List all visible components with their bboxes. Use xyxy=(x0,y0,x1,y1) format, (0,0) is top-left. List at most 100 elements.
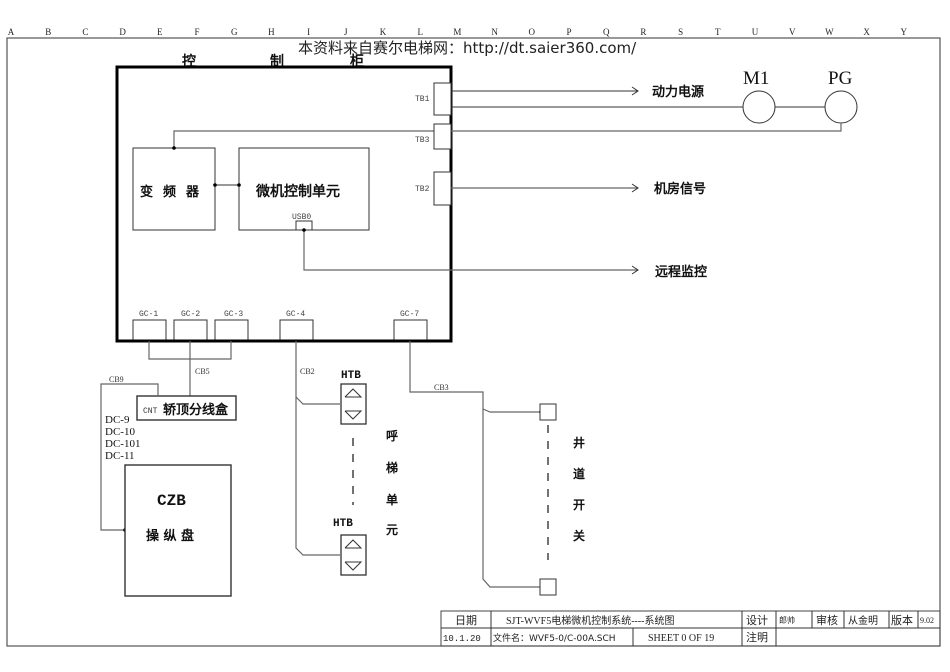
grid-column-label: Q xyxy=(603,27,610,37)
czb-title: CZB xyxy=(157,492,186,510)
shaft-switch-bottom xyxy=(539,578,557,596)
arrow-icon xyxy=(631,183,639,193)
grid-column-label: D xyxy=(119,27,126,37)
up-arrow-icon xyxy=(344,539,363,549)
hall-unit-char-3: 单 xyxy=(386,492,398,507)
shaft-switch-char-2: 道 xyxy=(573,466,585,481)
cb2-wire xyxy=(295,341,340,556)
terminal-tb3-label: TB3 xyxy=(415,136,430,145)
terminal-tb2-label: TB2 xyxy=(415,185,430,194)
remote-monitor-wire xyxy=(303,230,638,271)
sheet-number: SHEET 0 OF 19 xyxy=(648,633,714,644)
grid-column-label: N xyxy=(491,27,498,37)
arrow-icon xyxy=(631,265,639,275)
grid-column-label: I xyxy=(307,27,310,37)
grid-column-label: W xyxy=(825,27,834,37)
inverter-label-3: 器 xyxy=(185,185,200,200)
grid-column-label: F xyxy=(194,27,199,37)
grid-column-label: K xyxy=(380,27,387,37)
usb-label: USB0 xyxy=(292,213,311,222)
grid-column-label: O xyxy=(529,27,536,37)
grid-column-label: C xyxy=(82,27,88,37)
down-arrow-icon xyxy=(344,410,363,420)
gc3-label: GC-3 xyxy=(224,310,243,319)
htb-bottom-label: HTB xyxy=(333,518,353,530)
junction-dot xyxy=(302,228,306,232)
version-label: 版本 xyxy=(891,613,913,627)
grid-column-label: B xyxy=(45,27,51,37)
encoder-label: PG xyxy=(828,68,853,89)
title-block: 日期 SJT-WVF5电梯微机控制系统----系统图 设计 郎帅 审核 从金明 … xyxy=(440,610,941,647)
drawing-title: SJT-WVF5电梯微机控制系统----系统图 xyxy=(506,614,675,627)
car-top-box-label: 轿顶分线盒 xyxy=(163,402,229,418)
drawing-date: 10.1.20 xyxy=(443,634,481,644)
grid-column-label: V xyxy=(789,27,796,37)
shaft-switch-char-1: 井 xyxy=(573,435,585,450)
motor-m1-icon xyxy=(742,90,776,124)
grid-column-label: P xyxy=(566,27,571,37)
gc1-label: GC-1 xyxy=(139,310,158,319)
dc-line-1: DC-9 xyxy=(105,414,130,426)
up-arrow-icon xyxy=(344,388,363,398)
designer-name: 郎帅 xyxy=(779,615,795,625)
port-gc4 xyxy=(279,319,314,342)
down-arrow-icon xyxy=(344,561,363,571)
cb3-label: CB3 xyxy=(434,383,449,392)
grid-column-label: L xyxy=(417,27,423,37)
inverter-label-1: 变 xyxy=(140,184,153,200)
file-name: 文件名：WVF5-0/C-00A.SCH xyxy=(493,632,616,644)
review-label: 审核 xyxy=(816,613,838,627)
version-number: 9.02 xyxy=(920,616,934,625)
cb5-label: CB5 xyxy=(195,367,210,376)
hall-unit-char-1: 呼 xyxy=(386,428,398,443)
shaft-switch-char-4: 关 xyxy=(573,528,585,543)
inverter-label-2: 频 xyxy=(163,184,176,200)
car-top-junction-box xyxy=(136,395,237,421)
shaft-switch-top xyxy=(539,403,557,421)
cnt-prefix: CNT xyxy=(143,407,158,416)
arrow-icon xyxy=(631,86,639,96)
cb9-wire xyxy=(100,383,159,531)
gc2-label: GC-2 xyxy=(181,310,200,319)
grid-column-label: T xyxy=(715,27,721,37)
cb2-branch-top xyxy=(295,396,340,405)
junction-dot xyxy=(172,146,176,150)
mcu-box xyxy=(238,147,370,231)
grid-column-label: S xyxy=(678,27,683,37)
note-label: 注明 xyxy=(746,630,768,644)
grid-column-label: M xyxy=(453,27,461,37)
mcu-label: 微机控制单元 xyxy=(255,183,340,200)
gc7-label: GC-7 xyxy=(400,310,419,319)
hall-call-button-bottom xyxy=(340,534,367,576)
grid-column-label: X xyxy=(863,27,870,37)
inverter-tb3-wire xyxy=(173,130,451,148)
hall-unit-char-2: 梯 xyxy=(386,460,398,475)
encoder-feedback-wire xyxy=(451,123,842,132)
port-gc7 xyxy=(393,319,428,342)
cb2-label: CB2 xyxy=(300,367,315,376)
junction-dot xyxy=(213,183,217,187)
grid-column-label: U xyxy=(752,27,759,37)
grid-column-label: A xyxy=(8,27,15,37)
encoder-pg-icon xyxy=(824,90,858,124)
czb-label: 操 纵 盘 xyxy=(146,528,194,544)
power-supply-label: 动力电源 xyxy=(652,84,704,100)
remote-monitor-label: 远程监控 xyxy=(655,264,707,280)
port-gc3 xyxy=(214,319,249,342)
terminal-tb1-label: TB1 xyxy=(415,95,430,104)
grid-column-label: J xyxy=(344,27,348,37)
dc-line-4: DC-11 xyxy=(105,450,135,462)
dc-line-3: DC-101 xyxy=(105,438,140,450)
hall-call-button-top xyxy=(340,383,367,425)
grid-column-label: G xyxy=(231,27,238,37)
grid-column-label: R xyxy=(640,27,646,37)
watermark-text: 本资料来自赛尔电梯网：http://dt.saier360.com/ xyxy=(298,39,637,57)
inverter-box xyxy=(132,147,216,231)
cb9-label: CB9 xyxy=(109,375,124,384)
port-gc1 xyxy=(132,319,167,342)
date-label: 日期 xyxy=(455,614,477,627)
reviewer-name: 从金明 xyxy=(848,614,878,627)
grid-column-label: H xyxy=(268,27,275,37)
